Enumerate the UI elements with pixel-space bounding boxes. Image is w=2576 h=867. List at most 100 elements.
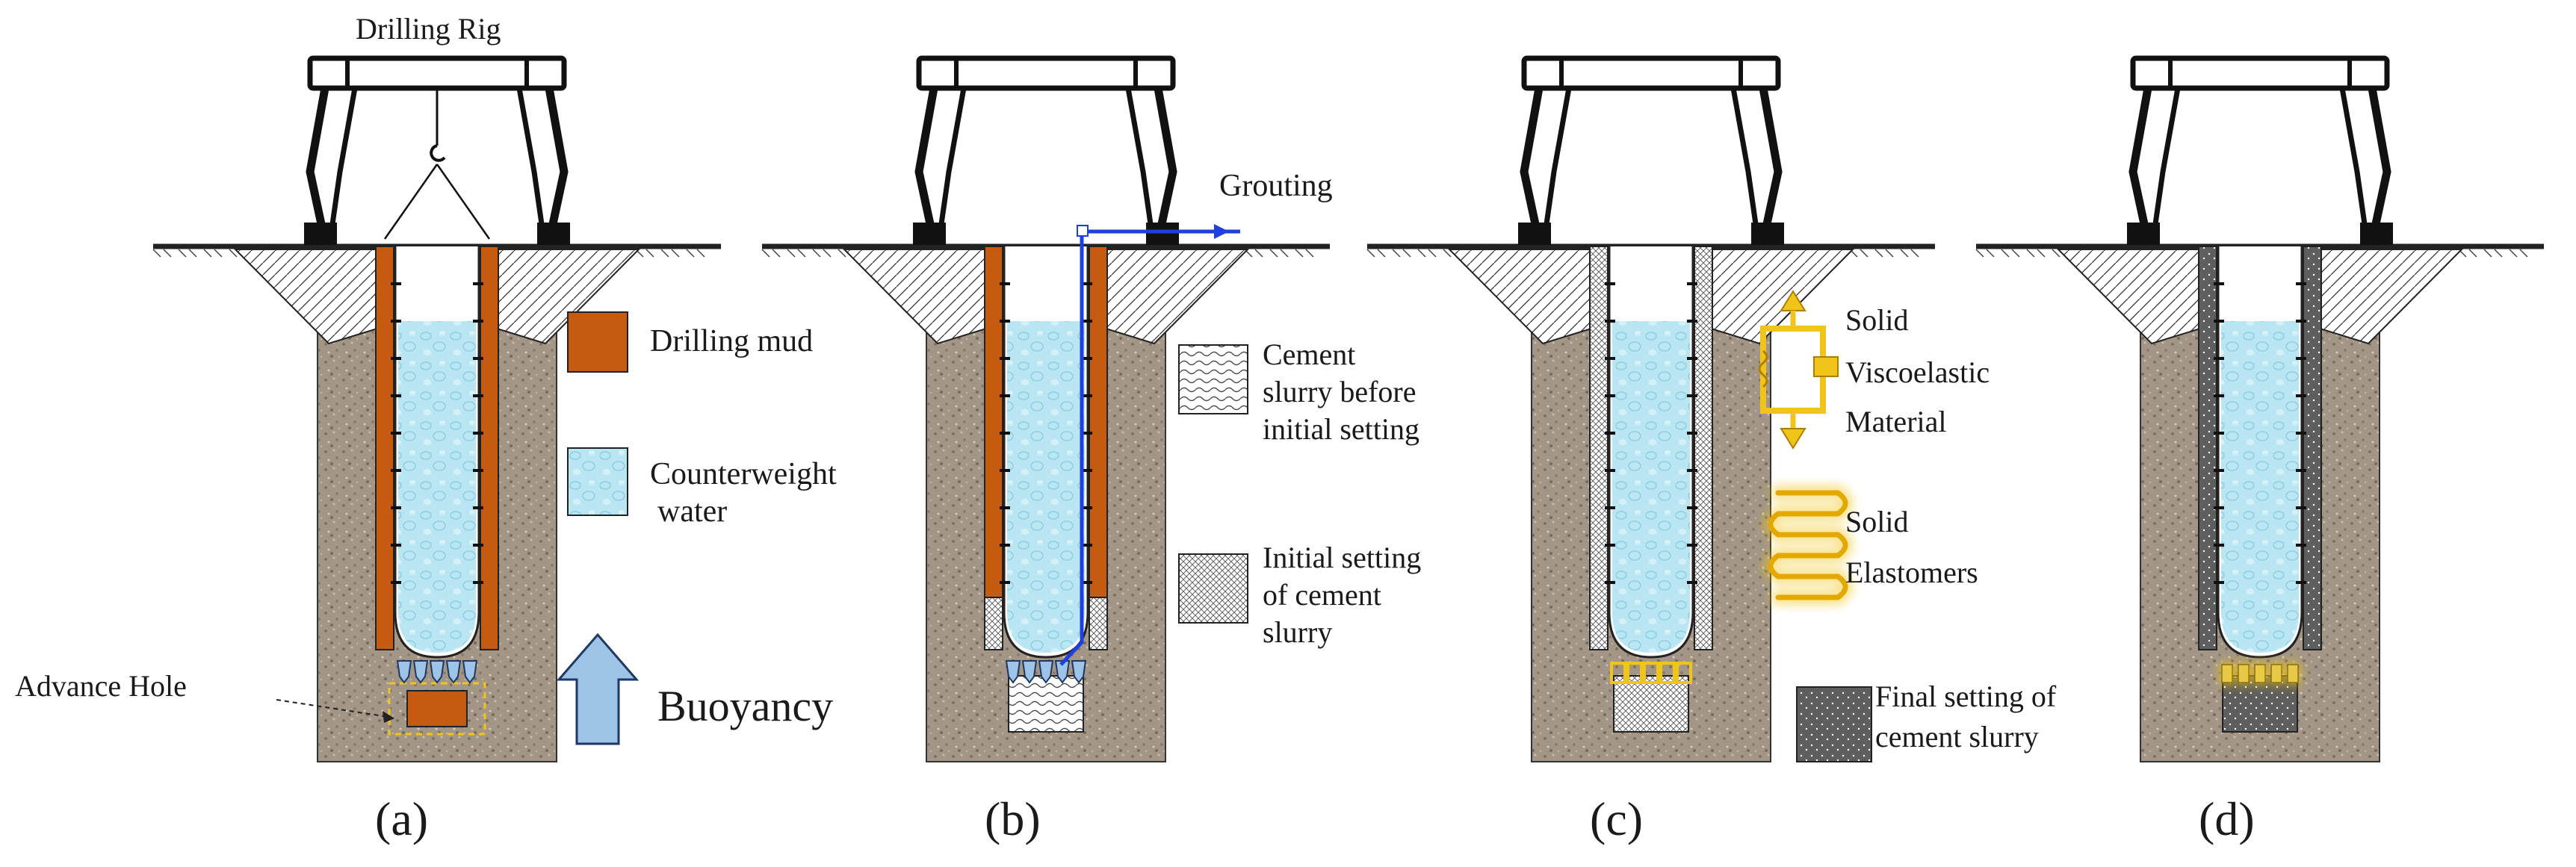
- rig-leg-right-outer: [2368, 87, 2391, 226]
- ground-tick: [761, 249, 781, 258]
- ground-tick: [178, 249, 197, 258]
- cutting-tooth: [445, 660, 462, 684]
- legend-drilling-mud: Drilling mud: [567, 311, 813, 373]
- legend-cement-initial-setting: Initial setting of cement slurry: [1178, 541, 1428, 649]
- rig-foot-right: [1146, 223, 1179, 245]
- rig-leg-left-inner: [938, 87, 967, 225]
- legend-cement-before-setting: Cement slurry before initial setting: [1178, 338, 1423, 446]
- ground-tick: [1269, 249, 1289, 258]
- rig-leg-left-outer: [2128, 87, 2152, 226]
- cement-before-swatch: [1178, 344, 1248, 414]
- ground-tick: [812, 249, 832, 258]
- svg-text:Cement slurry before: Cement slurry before initial setting: [1263, 338, 1423, 446]
- cement-initial-label-line2: of cement: [1263, 578, 1381, 612]
- ground-tick: [1874, 249, 1894, 258]
- cutting-tooth: [1021, 660, 1038, 684]
- cutting-tooth: [1038, 660, 1054, 684]
- elastomer-pad: [1626, 662, 1643, 684]
- rig-leg-right-inner: [516, 87, 545, 225]
- counterweight-water-label-line1: Counterweight: [650, 457, 837, 491]
- sling-right: [436, 164, 491, 240]
- ground-tick: [787, 249, 806, 258]
- cement-initial-label-line3: slurry: [1263, 615, 1332, 649]
- cement-initial-plug: [1613, 675, 1689, 733]
- shaft-wall-right: [2303, 246, 2322, 650]
- platform-left: [2056, 249, 2201, 345]
- grouting-label: Grouting: [1219, 169, 1333, 203]
- shaft-wall-left: [375, 246, 394, 650]
- sling-left: [383, 164, 439, 240]
- platform-right: [2319, 249, 2464, 345]
- cutting-tooth: [462, 660, 478, 684]
- rig-foot-right: [2360, 223, 2393, 245]
- elastomer-pad: [2238, 664, 2250, 683]
- caption-c: (c): [1590, 792, 1643, 845]
- shaft-wall-left: [2198, 246, 2217, 650]
- panel-d: [1975, 55, 2544, 762]
- svg-text:Initial setting of cemen: Initial setting of cement slurry: [1263, 541, 1428, 649]
- rig-beam: [916, 55, 1176, 91]
- caption-d: (d): [2199, 792, 2255, 845]
- ground-tick: [1392, 249, 1411, 258]
- rig-leg-right-inner: [1125, 87, 1154, 225]
- ground-tick: [2509, 249, 2528, 258]
- buoyancy-label: Buoyancy: [657, 682, 833, 730]
- viscoelastic-label-line2: Viscoelastic: [1845, 355, 1990, 389]
- cutting-tooth: [1005, 660, 1021, 684]
- rig-leg-left-inner: [2152, 87, 2181, 225]
- elastomers-label-line1: Solid: [1845, 505, 1908, 538]
- viscoelastic-icon: [1758, 290, 1839, 450]
- ground-tick: [203, 249, 223, 258]
- advance-hole-label: Advance Hole: [15, 669, 187, 703]
- svg-text:Solid Viscoelastic: Solid Viscoelastic Material: [1845, 303, 1997, 438]
- ground-tick: [1417, 249, 1437, 258]
- shaft-wall-right: [1089, 246, 1108, 650]
- initial-setting-left: [984, 597, 1003, 650]
- rig-beam: [1521, 55, 1781, 91]
- elastomer-pad: [2221, 664, 2233, 683]
- rig-foot-right: [1751, 223, 1784, 245]
- ground-tick: [686, 249, 705, 258]
- drilling-rig: [2127, 55, 2393, 245]
- hook-icon: [430, 144, 446, 162]
- shaft-wall-right: [480, 246, 499, 650]
- legend-elastomers: Solid Elastomers: [1762, 485, 1978, 606]
- cement-final-swatch: [1796, 686, 1872, 762]
- counterweight-water: [2221, 321, 2299, 653]
- initial-setting-right: [1089, 597, 1108, 650]
- ground-tick: [660, 249, 680, 258]
- caption-a: (a): [375, 792, 428, 845]
- ground-tick: [152, 249, 172, 258]
- viscoelastic-label-line3: Material: [1845, 405, 1947, 438]
- rig-leg-left-outer: [1520, 87, 1544, 226]
- ground-tick: [1295, 249, 1314, 258]
- elastomer-pad: [2270, 664, 2282, 683]
- legend-viscoelastic: Solid Viscoelastic Material: [1758, 290, 1997, 450]
- cement-initial-label-line1: Initial setting: [1263, 541, 1421, 574]
- drilling-rig: [913, 55, 1179, 245]
- counterweight-water-swatch: [567, 447, 628, 516]
- svg-text:Solid Elastomers: Solid Elastomers: [1845, 505, 1978, 589]
- panel-c: [1366, 55, 1935, 762]
- rig-foot-left: [2127, 223, 2160, 245]
- cement-before-label-line1: Cement: [1263, 338, 1355, 371]
- elastomers-label-line2: Elastomers: [1845, 556, 1978, 589]
- rig-leg-right-outer: [1759, 87, 1783, 226]
- ground-tick: [1975, 249, 1995, 258]
- buoyancy-arrow: [556, 633, 640, 745]
- elastomer-spring-icon: [1762, 485, 1854, 606]
- rig-leg-right-inner: [1730, 87, 1759, 225]
- rig-leg-right-outer: [545, 87, 569, 226]
- cement-final-label-line2: cement slurry: [1875, 720, 2039, 753]
- caption-b: (b): [985, 792, 1041, 845]
- counterweight-water: [1007, 321, 1085, 653]
- shaft-wall-left: [984, 246, 1003, 650]
- svg-text:Counterweight water: Counterweight water: [650, 457, 844, 529]
- rig-leg-left-outer: [914, 87, 938, 226]
- rig-leg-left-inner: [329, 87, 358, 225]
- svg-text:Final setting of cement: Final setting of cement slurry: [1875, 680, 2063, 753]
- grouting-pipe: [1059, 229, 1240, 666]
- platform-left: [1447, 249, 1592, 345]
- cutting-tooth: [429, 660, 445, 684]
